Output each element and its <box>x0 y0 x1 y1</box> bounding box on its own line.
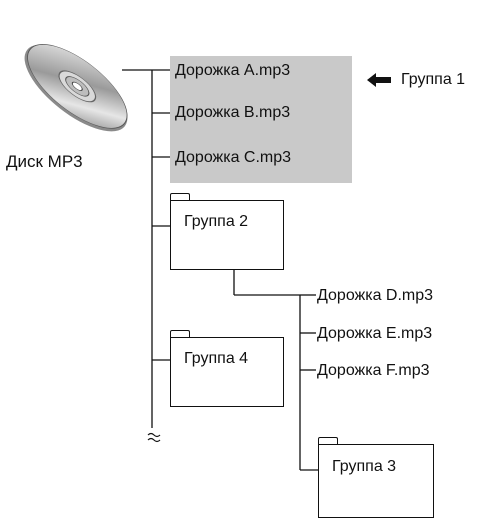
group1-highlight <box>170 56 352 183</box>
group1-label: Группа 1 <box>401 71 466 88</box>
group2-label: Группа 2 <box>184 213 249 230</box>
group3-label: Группа 3 <box>332 458 397 475</box>
group2-folder-icon: Группа 2 <box>170 193 284 271</box>
break-symbol-icon <box>147 432 161 443</box>
track-e-label: Дорожка E.mp3 <box>317 325 433 342</box>
group4-folder-icon: Группа 4 <box>170 330 284 408</box>
group4-label: Группа 4 <box>184 350 249 367</box>
track-c-label: Дорожка C.mp3 <box>175 149 292 166</box>
track-b-label: Дорожка B.mp3 <box>175 104 291 121</box>
disc-label: Диск MP3 <box>6 152 83 171</box>
track-d-label: Дорожка D.mp3 <box>317 287 434 304</box>
cd-disc-icon <box>24 44 128 132</box>
group3-folder-icon: Группа 3 <box>318 437 434 518</box>
track-a-label: Дорожка A.mp3 <box>175 62 291 79</box>
track-f-label: Дорожка F.mp3 <box>317 362 430 379</box>
left-arrow-icon <box>367 73 391 87</box>
